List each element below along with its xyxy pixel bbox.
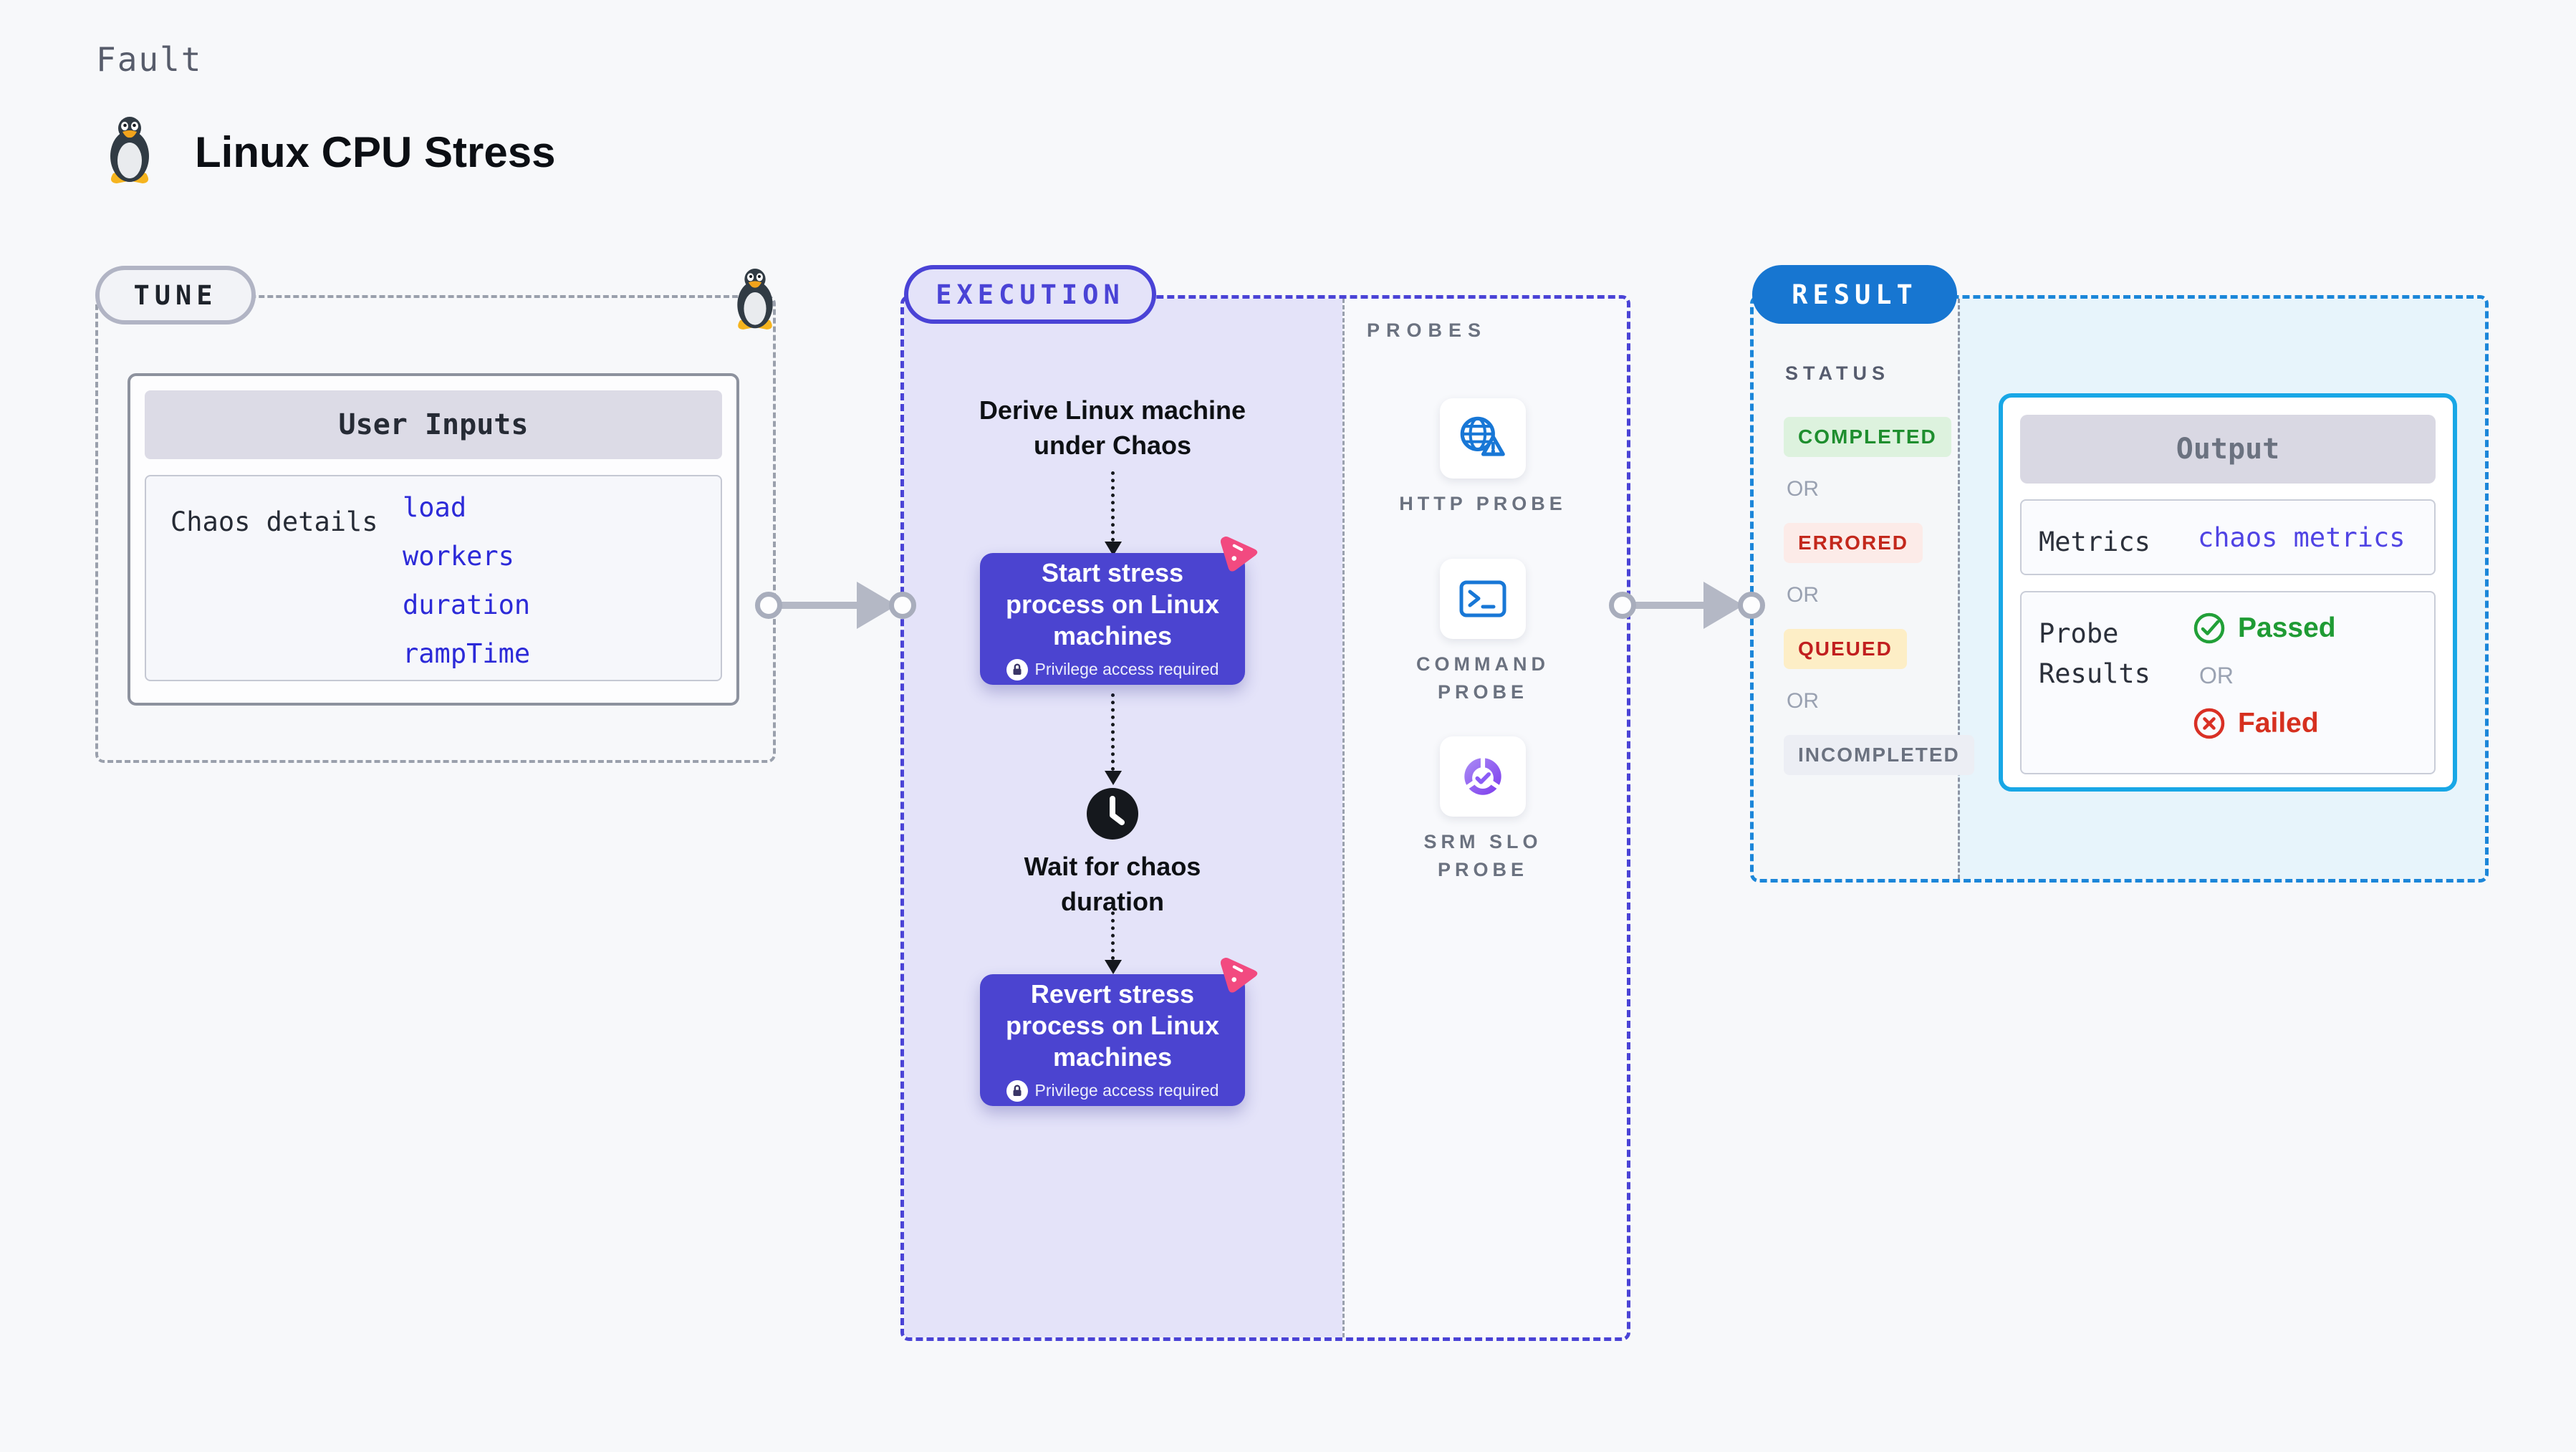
- metrics-row: Metrics chaos metrics: [2020, 499, 2436, 575]
- passed-row: Passed: [2192, 611, 2336, 645]
- tux-penguin-icon: [110, 117, 149, 183]
- status-area: [1754, 299, 1958, 879]
- terminal-icon: [1459, 580, 1506, 617]
- status-label: STATUS: [1785, 362, 1890, 384]
- lock-icon: [1006, 1080, 1028, 1102]
- or-separator: OR: [1787, 583, 1819, 607]
- input-link-workers[interactable]: workers: [403, 541, 514, 572]
- probes-label: PROBES: [1367, 319, 1488, 341]
- x-circle-icon: [2193, 708, 2225, 739]
- http-probe-card: [1440, 398, 1526, 479]
- step-wait-duration: Wait for chaos duration: [1024, 852, 1201, 916]
- revert-stress-title: Revert stress process on Linux machines: [1005, 979, 1220, 1072]
- tux-penguin-small-icon: [737, 269, 773, 330]
- page-title: Linux CPU Stress: [195, 128, 556, 176]
- or-separator: OR: [2199, 663, 2234, 688]
- status-badge-completed: COMPLETED: [1784, 417, 1951, 457]
- flow-arrowhead-1: [1105, 542, 1122, 556]
- execution-section-box: [900, 295, 1630, 1341]
- user-inputs-header: User Inputs: [145, 390, 722, 459]
- srm-slo-probe-label: SRM SLO PROBE: [1423, 831, 1542, 881]
- srm-slo-probe-card: [1440, 736, 1526, 817]
- lock-icon: [1006, 658, 1028, 681]
- input-link-ramptime[interactable]: rampTime: [403, 638, 531, 669]
- or-separator: OR: [1787, 477, 1819, 501]
- output-header: Output: [2020, 415, 2436, 484]
- failed-label: Failed: [2238, 708, 2319, 739]
- connector-line-execution-result: [1621, 602, 1707, 609]
- step-derive-machine: Derive Linux machine under Chaos: [979, 395, 1246, 460]
- connector-line-tune-execution: [769, 602, 859, 609]
- check-circle-icon: [2193, 612, 2225, 644]
- flow-arrow-line-3: [1111, 904, 1115, 960]
- revert-stress-action-box: Revert stress process on Linux machines …: [980, 974, 1245, 1106]
- status-badge-errored: ERRORED: [1784, 523, 1923, 563]
- passed-label: Passed: [2238, 612, 2336, 643]
- fault-kicker: Fault: [96, 40, 203, 79]
- flow-arrowhead-3: [1105, 960, 1122, 974]
- chaos-details-label: Chaos details: [170, 506, 378, 537]
- command-probe-card: [1440, 559, 1526, 639]
- probe-results-values: Passed OR Failed: [2192, 611, 2336, 741]
- flow-arrow-line-2: [1111, 693, 1115, 771]
- status-list: COMPLETED OR ERRORED OR QUEUED OR INCOMP…: [1784, 417, 1974, 775]
- output-card: Output Metrics chaos metrics Probe Resul…: [1999, 393, 2457, 792]
- http-probe-label: HTTP PROBE: [1399, 493, 1567, 514]
- result-section-pill: RESULT: [1752, 265, 1957, 324]
- status-badge-queued: QUEUED: [1784, 629, 1907, 669]
- chaos-fault-badge-icon: [1220, 536, 1258, 572]
- input-link-load[interactable]: load: [403, 492, 467, 523]
- tune-section-pill: TUNE: [95, 266, 256, 324]
- or-separator: OR: [1787, 689, 1819, 713]
- connector-dot-execution: [889, 592, 916, 619]
- chaos-fault-badge-icon: [1220, 957, 1258, 993]
- connector-dot-probes: [1609, 592, 1636, 619]
- clock-icon: [1087, 788, 1138, 840]
- slo-gauge-icon: [1461, 754, 1505, 795]
- privilege-note-1: Privilege access required: [1006, 658, 1219, 681]
- connector-arrowhead-execution-result: [1703, 582, 1744, 629]
- command-probe-label: COMMAND PROBE: [1416, 653, 1549, 703]
- execution-section-pill: EXECUTION: [904, 265, 1156, 324]
- failed-row: Failed: [2192, 706, 2319, 741]
- globe-alert-icon: [1460, 416, 1505, 456]
- tune-section-box: [95, 295, 776, 763]
- status-output-divider: [1958, 299, 1960, 879]
- start-stress-action-box: Start stress process on Linux machines P…: [980, 553, 1245, 685]
- input-link-duration[interactable]: duration: [403, 590, 531, 620]
- flow-arrow-line-1: [1111, 471, 1115, 542]
- probes-divider: [1342, 299, 1345, 1337]
- flow-arrowhead-2: [1105, 771, 1122, 785]
- connector-dot-result: [1738, 592, 1765, 619]
- metrics-label: Metrics: [2039, 527, 2150, 557]
- privilege-note-2: Privilege access required: [1006, 1080, 1219, 1102]
- probe-results-row: Probe Results Passed OR Failed: [2020, 591, 2436, 774]
- start-stress-title: Start stress process on Linux machines: [1005, 558, 1220, 650]
- chaos-details-panel: Chaos details load workers duration ramp…: [145, 475, 722, 681]
- probe-results-label: Probe Results: [2039, 618, 2150, 689]
- connector-dot-tune: [755, 592, 782, 619]
- chaos-metrics-link[interactable]: chaos metrics: [2198, 522, 2406, 553]
- user-inputs-card: User Inputs Chaos details load workers d…: [128, 373, 739, 706]
- status-badge-incompleted: INCOMPLETED: [1784, 735, 1974, 775]
